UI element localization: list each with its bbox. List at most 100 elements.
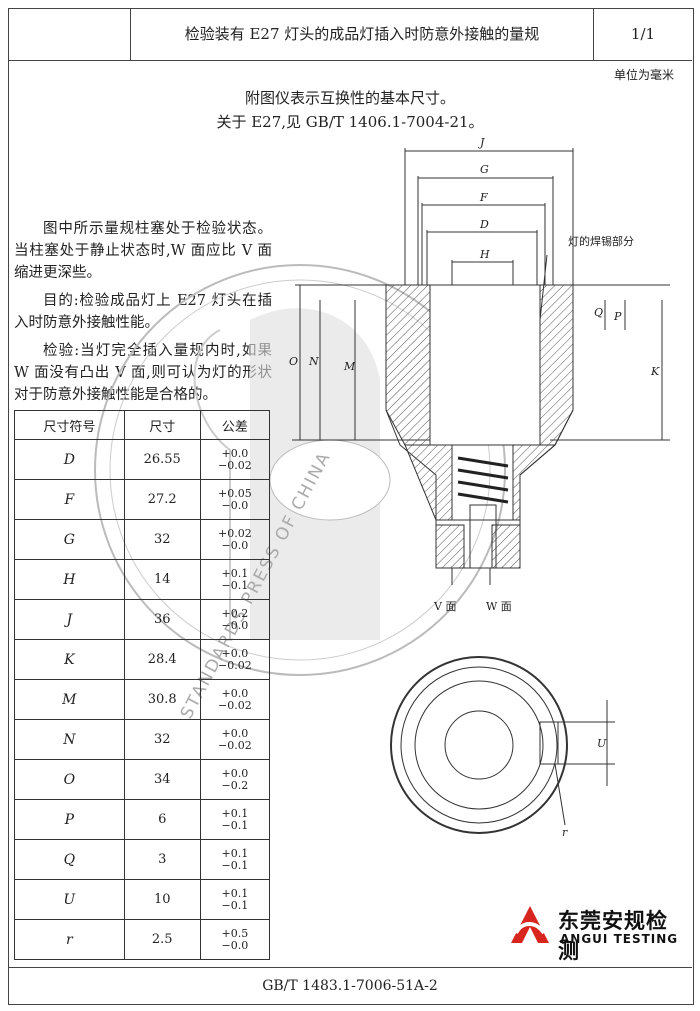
logo-mark-icon — [511, 906, 549, 943]
cell-tolerance: +0.0−0.2 — [199, 759, 271, 800]
note-line-2: 关于 E27,见 GB/T 1406.1-7004-21。 — [216, 113, 484, 131]
tolerance-plus: +0.1 — [221, 886, 249, 900]
dim-label-U: U — [597, 737, 607, 750]
cell-size: 28.4 — [123, 639, 201, 680]
dim-label-J: J — [480, 136, 485, 149]
tolerance-minus: −0.02 — [218, 738, 252, 752]
tolerance-plus: +0.1 — [221, 806, 249, 820]
dim-label-r: r — [562, 826, 568, 839]
unit-note: 单位为毫米 — [613, 68, 674, 82]
cell-symbol: U — [14, 879, 125, 920]
header-symbol: 尺寸符号 — [14, 410, 125, 440]
cell-size: 3 — [123, 839, 201, 880]
cell-symbol: O — [14, 759, 125, 800]
tolerance-minus: −0.0 — [221, 618, 249, 632]
cell-symbol: J — [14, 599, 125, 640]
dim-label-D: D — [480, 218, 489, 231]
header-size: 尺寸 — [123, 410, 201, 440]
cell-symbol: M — [14, 679, 125, 720]
cell-tolerance: +0.0−0.02 — [199, 719, 271, 760]
tolerance-plus: +0.1 — [221, 566, 249, 580]
cell-size: 32 — [123, 519, 201, 560]
dim-label-P: P — [614, 310, 622, 323]
tolerance-minus: −0.0 — [221, 498, 249, 512]
paragraph-test: 检验:当灯完全插入量规内时,如果 W 面没有凸出 V 面,则可认为灯的形状对于防… — [14, 343, 272, 403]
tolerance-plus: +0.0 — [221, 646, 249, 660]
dim-label-O: O — [289, 355, 299, 368]
note-line-1: 附图仪表示互换性的基本尺寸。 — [244, 89, 455, 107]
dim-label-F: F — [480, 191, 488, 204]
tolerance-plus: +0.05 — [218, 486, 252, 500]
w-face-label: W 面 — [486, 600, 512, 613]
cell-tolerance: +0.0−0.02 — [199, 679, 271, 720]
cell-tolerance: +0.1−0.1 — [199, 799, 271, 840]
dim-label-M: M — [344, 360, 356, 373]
header: 检验装有 E27 灯头的成品灯插入时防意外接触的量规 1/1 — [8, 8, 692, 61]
tolerance-minus: −0.2 — [221, 778, 249, 792]
header-title: 检验装有 E27 灯头的成品灯插入时防意外接触的量规 — [131, 8, 594, 60]
logo-cn-text: 东莞安规检测 — [558, 909, 668, 963]
cell-tolerance: +0.1−0.1 — [199, 879, 271, 920]
table-header-row: 尺寸符号 尺寸 公差 — [14, 410, 271, 440]
tolerance-minus: −0.1 — [221, 578, 249, 592]
cell-size: 2.5 — [123, 919, 201, 960]
page-frame — [8, 8, 694, 1005]
tolerance-minus: −0.02 — [218, 658, 252, 672]
cell-tolerance: +0.02−0.0 — [199, 519, 271, 560]
tolerance-plus: +0.2 — [221, 606, 249, 620]
cell-size: 10 — [123, 879, 201, 920]
cell-symbol: D — [14, 439, 125, 480]
cell-size: 32 — [123, 719, 201, 760]
cell-tolerance: +0.05−0.0 — [199, 479, 271, 520]
tolerance-plus: +0.1 — [221, 846, 249, 860]
cell-tolerance: +0.0−0.02 — [199, 639, 271, 680]
tolerance-minus: −0.1 — [221, 898, 249, 912]
dim-label-K: K — [651, 365, 660, 378]
cell-size: 27.2 — [123, 479, 201, 520]
cell-size: 36 — [123, 599, 201, 640]
cell-size: 26.55 — [123, 439, 201, 480]
logo-en-text: ANGUI TESTING — [560, 932, 679, 946]
cell-tolerance: +0.5−0.0 — [199, 919, 271, 960]
cell-tolerance: +0.1−0.1 — [199, 559, 271, 600]
tolerance-minus: −0.1 — [221, 858, 249, 872]
tolerance-plus: +0.0 — [221, 446, 249, 460]
tolerance-plus: +0.02 — [218, 526, 252, 540]
tolerance-plus: +0.0 — [221, 726, 249, 740]
tolerance-plus: +0.0 — [221, 686, 249, 700]
cell-symbol: r — [14, 919, 125, 960]
cell-symbol: Q — [14, 839, 125, 880]
paragraph-description: 图中所示量规柱塞处于检验状态。当柱塞处于静止状态时,W 面应比 V 面缩进更深些… — [14, 221, 272, 281]
angui-logo: 东莞安规检测 ANGUI TESTING — [508, 903, 680, 963]
dim-label-H: H — [480, 248, 490, 261]
tolerance-minus: −0.02 — [218, 458, 252, 472]
cell-symbol: G — [14, 519, 125, 560]
footer-code: GB/T 1483.1-7006-51A-2 — [8, 967, 692, 1004]
dim-label-Q: Q — [594, 306, 604, 319]
v-face-label: V 面 — [434, 600, 457, 613]
tolerance-plus: +0.0 — [221, 766, 249, 780]
cell-size: 14 — [123, 559, 201, 600]
cell-size: 34 — [123, 759, 201, 800]
cell-symbol: K — [14, 639, 125, 680]
tolerance-minus: −0.02 — [218, 698, 252, 712]
cell-symbol: H — [14, 559, 125, 600]
solder-label: 灯的焊锡部分 — [568, 235, 634, 248]
dim-label-G: G — [480, 163, 489, 176]
cell-tolerance: +0.2−0.0 — [199, 599, 271, 640]
header-tolerance: 公差 — [199, 410, 271, 440]
page-number: 1/1 — [630, 25, 656, 43]
cell-symbol: N — [14, 719, 125, 760]
